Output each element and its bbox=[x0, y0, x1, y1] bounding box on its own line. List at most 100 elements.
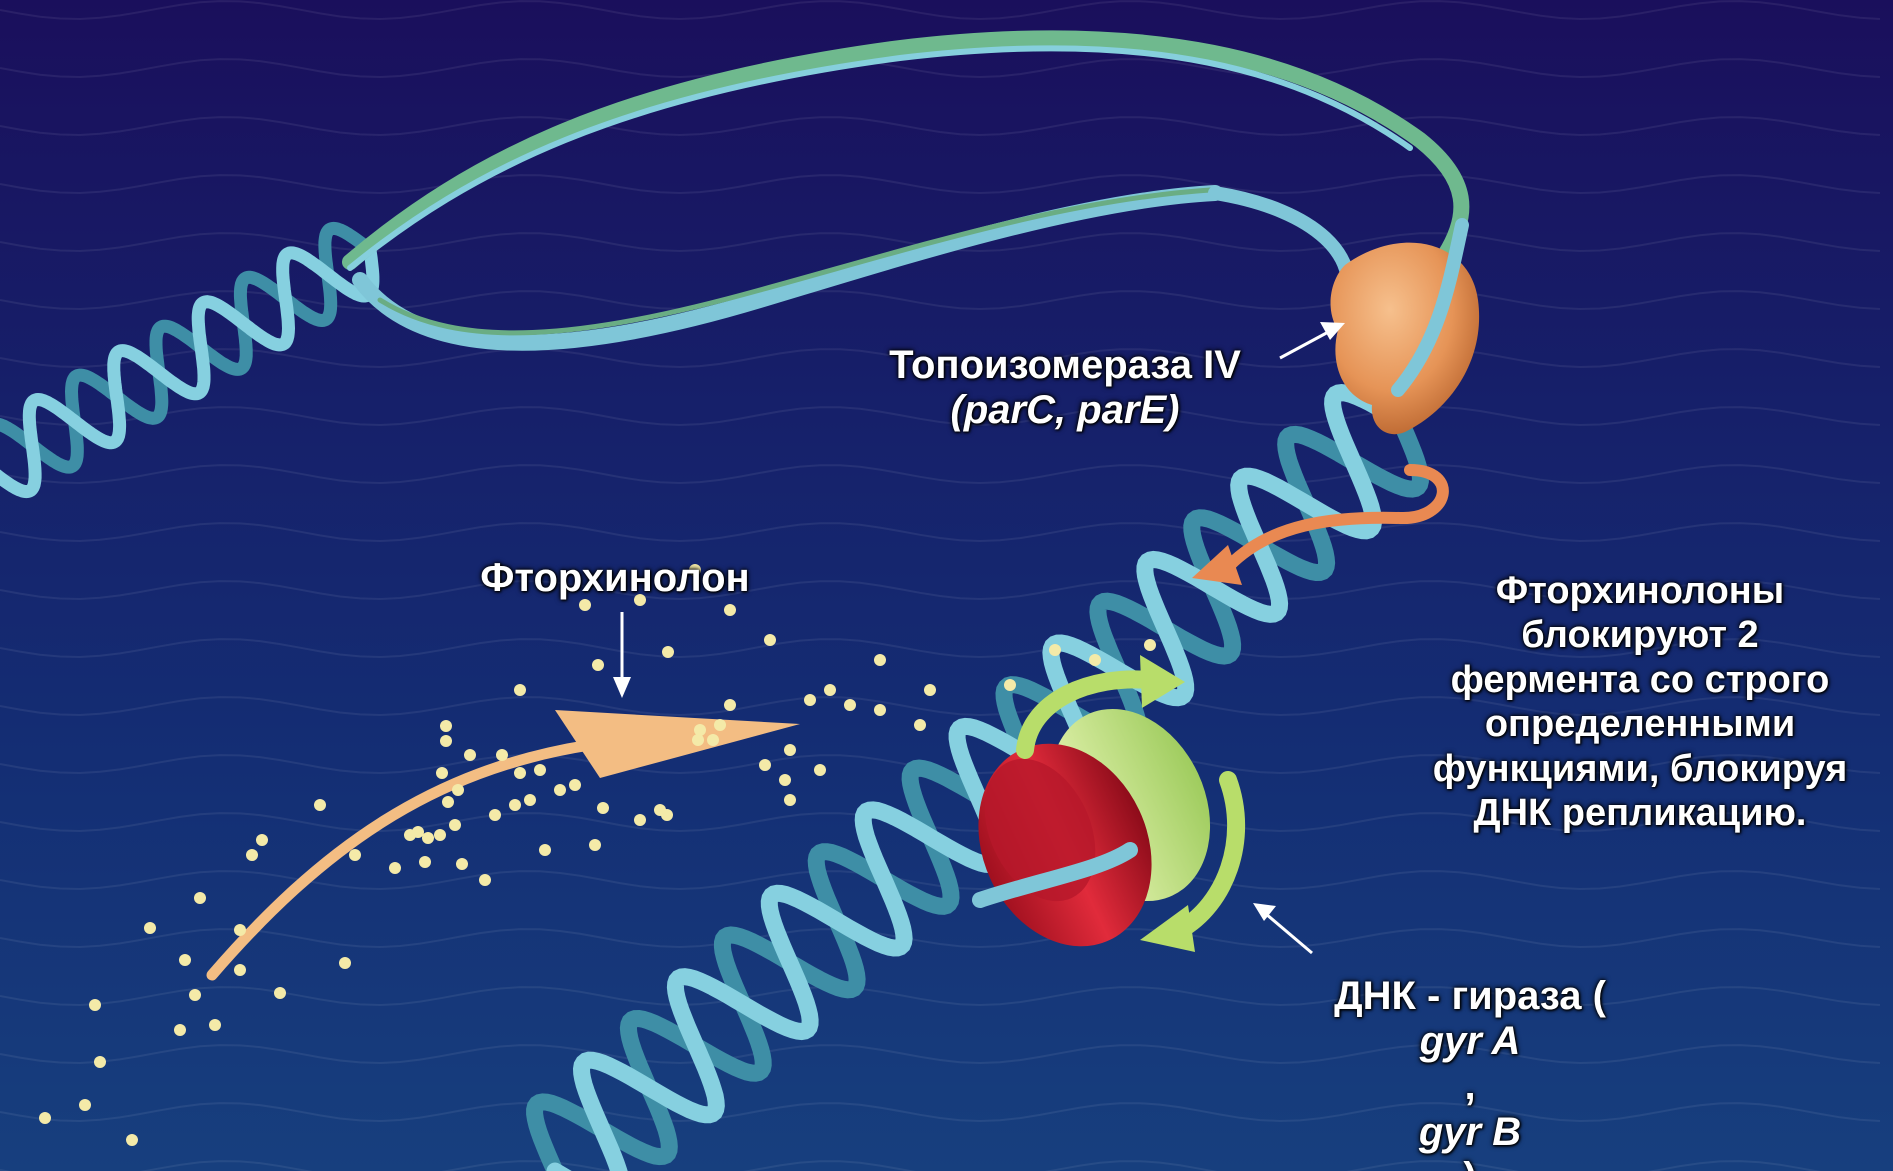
particle-dot bbox=[534, 764, 546, 776]
particle-dot bbox=[246, 849, 258, 861]
gyrase-label: ДНК - гираза (gyr A, gyr B) bbox=[1150, 974, 1790, 1171]
particle-dot bbox=[449, 819, 461, 831]
particle-dot bbox=[234, 964, 246, 976]
particle-dot bbox=[339, 957, 351, 969]
particle-dot bbox=[692, 734, 704, 746]
particle-dot bbox=[824, 684, 836, 696]
wave-line bbox=[0, 1, 1880, 19]
particle-dot bbox=[539, 844, 551, 856]
particle-dot bbox=[442, 796, 454, 808]
particle-dot bbox=[174, 1024, 186, 1036]
fluoroquinolone-arrow bbox=[212, 710, 800, 975]
particle-dot bbox=[759, 759, 771, 771]
particle-dot bbox=[79, 1099, 91, 1111]
particle-dot bbox=[1049, 644, 1061, 656]
particle-dot bbox=[634, 814, 646, 826]
particle-dot bbox=[412, 826, 424, 838]
wave-line bbox=[0, 117, 1880, 135]
particle-dot bbox=[784, 794, 796, 806]
particle-dot bbox=[509, 799, 521, 811]
particle-dot bbox=[724, 604, 736, 616]
particle-dot bbox=[914, 719, 926, 731]
dna-loop bbox=[350, 38, 1461, 342]
gyrase-gene-a: gyr A bbox=[1420, 1019, 1521, 1063]
particle-dot bbox=[724, 699, 736, 711]
particle-dot bbox=[89, 999, 101, 1011]
description-line: фермента со строго bbox=[1390, 658, 1890, 702]
gyrase-label-prefix: ДНК - гираза ( bbox=[1150, 974, 1790, 1019]
particle-dot bbox=[662, 646, 674, 658]
particle-dot bbox=[1144, 639, 1156, 651]
particle-dot bbox=[274, 987, 286, 999]
particle-dot bbox=[94, 1056, 106, 1068]
wave-line bbox=[0, 59, 1880, 77]
particle-dot bbox=[496, 749, 508, 761]
dna-loop-outer-strand bbox=[350, 38, 1461, 262]
particle-dot bbox=[256, 834, 268, 846]
particle-dot bbox=[349, 849, 361, 861]
dna-loop-inner-strand bbox=[360, 193, 1215, 343]
particle-dot bbox=[514, 684, 526, 696]
particle-dot bbox=[479, 874, 491, 886]
gyrase-gene-b: gyr B bbox=[1419, 1110, 1521, 1154]
particle-dot bbox=[456, 858, 468, 870]
particle-dot bbox=[209, 1019, 221, 1031]
gyrase-arrowhead-bottom bbox=[1140, 905, 1195, 952]
particle-dot bbox=[189, 989, 201, 1001]
particle-dot bbox=[419, 856, 431, 868]
particle-dot bbox=[179, 954, 191, 966]
particle-dot bbox=[597, 802, 609, 814]
particle-dot bbox=[814, 764, 826, 776]
particle-dot bbox=[569, 779, 581, 791]
particle-dot bbox=[874, 704, 886, 716]
wave-line bbox=[0, 523, 1880, 541]
particle-dot bbox=[707, 734, 719, 746]
description-line: блокируют 2 bbox=[1390, 613, 1890, 657]
particle-dot bbox=[924, 684, 936, 696]
description-line: определенными bbox=[1390, 702, 1890, 746]
particle-dot bbox=[589, 839, 601, 851]
particle-dot bbox=[440, 735, 452, 747]
wave-line bbox=[0, 929, 1880, 947]
topoisomerase-genes: (parC, parE) bbox=[951, 388, 1180, 432]
particle-dot bbox=[714, 719, 726, 731]
particle-dot bbox=[844, 699, 856, 711]
particle-dot bbox=[389, 862, 401, 874]
particle-dot bbox=[194, 892, 206, 904]
particle-dot bbox=[126, 1134, 138, 1146]
wave-line bbox=[0, 465, 1880, 483]
particle-dot bbox=[804, 694, 816, 706]
topoisomerase-label: Топоизомераза IV (parC, parE) bbox=[795, 343, 1335, 433]
particle-dot bbox=[592, 659, 604, 671]
gyrase-label-separator: , bbox=[1150, 1064, 1790, 1109]
particle-dot bbox=[874, 654, 886, 666]
wave-line bbox=[0, 175, 1880, 193]
particle-dot bbox=[489, 809, 501, 821]
particle-dot bbox=[452, 784, 464, 796]
particle-dot bbox=[314, 799, 326, 811]
particle-dot bbox=[554, 784, 566, 796]
particle-dot bbox=[434, 829, 446, 841]
dna-gyrase-enzyme bbox=[946, 655, 1240, 975]
particle-dot bbox=[440, 720, 452, 732]
particle-dot bbox=[514, 767, 526, 779]
fluoroquinolone-label: Фторхинолон bbox=[450, 556, 780, 601]
description-line: Фторхинолоны bbox=[1390, 569, 1890, 613]
description-line: функциями, блокируя bbox=[1390, 747, 1890, 791]
particle-dot bbox=[661, 809, 673, 821]
topoisomerase-title: Топоизомераза IV bbox=[795, 343, 1335, 388]
particle-dot bbox=[1004, 679, 1016, 691]
particle-dot bbox=[234, 924, 246, 936]
particle-dot bbox=[464, 749, 476, 761]
particle-dot bbox=[436, 767, 448, 779]
particle-dot bbox=[779, 774, 791, 786]
particle-dot bbox=[524, 794, 536, 806]
gyrase-label-suffix: ) bbox=[1150, 1155, 1790, 1171]
description-text: Фторхинолоны блокируют 2 фермента со стр… bbox=[1390, 569, 1890, 836]
particle-dot bbox=[422, 832, 434, 844]
description-line: ДНК репликацию. bbox=[1390, 791, 1890, 835]
particle-dot bbox=[144, 922, 156, 934]
particle-dot bbox=[1089, 654, 1101, 666]
particle-dot bbox=[694, 724, 706, 736]
